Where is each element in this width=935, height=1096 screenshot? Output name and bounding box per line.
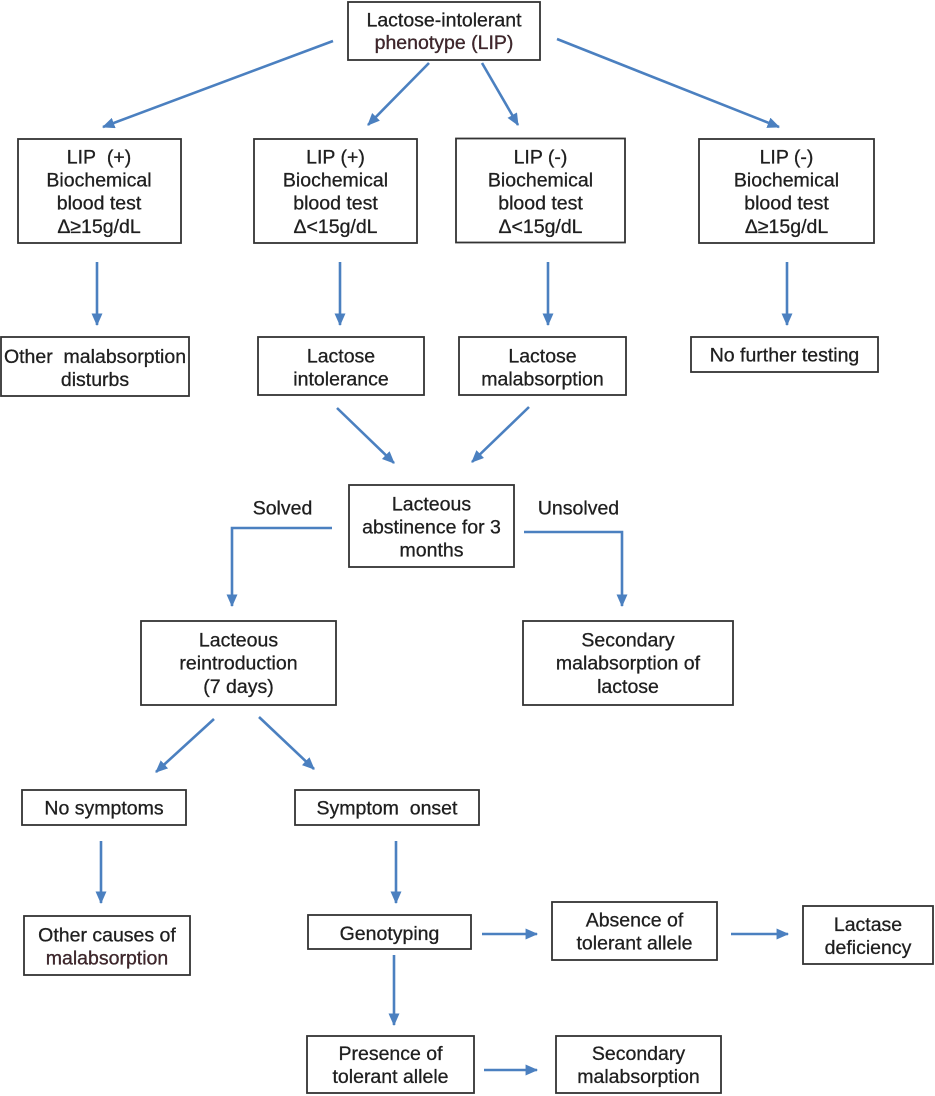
svg-text:Biochemical: Biochemical <box>46 170 151 192</box>
svg-text:malabsorption: malabsorption <box>46 948 168 970</box>
svg-text:reintroduction: reintroduction <box>179 653 297 675</box>
svg-text:Secondary: Secondary <box>581 630 674 652</box>
svg-text:blood test: blood test <box>293 193 378 215</box>
svg-text:blood test: blood test <box>744 193 829 215</box>
svg-text:lactose: lactose <box>597 676 659 698</box>
svg-text:Δ≥15g/dL: Δ≥15g/dL <box>745 216 829 238</box>
svg-text:Secondary: Secondary <box>592 1043 685 1065</box>
svg-text:Lactose: Lactose <box>307 346 375 368</box>
svg-text:malabsorption: malabsorption <box>481 369 603 391</box>
svg-text:months: months <box>400 540 464 562</box>
svg-text:abstinence for 3: abstinence for 3 <box>362 517 501 539</box>
svg-text:Symptom onset: Symptom onset <box>317 798 458 820</box>
svg-text:Δ<15g/dL: Δ<15g/dL <box>293 216 377 238</box>
svg-text:LIP (-): LIP (-) <box>514 147 568 169</box>
svg-text:Lacteous: Lacteous <box>392 494 471 516</box>
svg-text:Biochemical: Biochemical <box>734 170 839 192</box>
svg-text:malabsorption: malabsorption <box>577 1066 699 1088</box>
svg-text:Solved: Solved <box>253 498 313 520</box>
svg-text:tolerant allele: tolerant allele <box>333 1066 449 1088</box>
svg-text:LIP (-): LIP (-) <box>760 147 814 169</box>
svg-text:Genotyping: Genotyping <box>340 923 440 945</box>
svg-text:Absence of: Absence of <box>586 910 684 932</box>
svg-text:Lactose: Lactose <box>508 346 576 368</box>
svg-text:tolerant allele: tolerant allele <box>577 933 693 955</box>
svg-text:Other causes of: Other causes of <box>38 925 176 947</box>
svg-text:Unsolved: Unsolved <box>538 498 619 520</box>
svg-text:Other malabsorption: Other malabsorption <box>4 346 186 368</box>
svg-text:malabsorption of: malabsorption of <box>556 653 701 675</box>
svg-text:blood test: blood test <box>498 193 583 215</box>
svg-text:Lactase: Lactase <box>834 914 902 936</box>
svg-text:phenotype (LIP): phenotype (LIP) <box>375 32 514 54</box>
svg-text:Lacteous: Lacteous <box>199 630 278 652</box>
svg-text:Lactose-intolerant: Lactose-intolerant <box>366 10 522 32</box>
svg-text:Δ≥15g/dL: Δ≥15g/dL <box>57 216 141 238</box>
svg-text:deficiency: deficiency <box>825 937 912 959</box>
svg-text:No symptoms: No symptoms <box>44 798 163 820</box>
svg-text:LIP (+): LIP (+) <box>67 147 131 169</box>
svg-text:disturbs: disturbs <box>61 369 130 391</box>
svg-text:Biochemical: Biochemical <box>488 170 593 192</box>
svg-text:blood test: blood test <box>57 193 142 215</box>
svg-text:LIP (+): LIP (+) <box>306 147 365 169</box>
svg-text:(7 days): (7 days) <box>203 676 273 698</box>
svg-text:Biochemical: Biochemical <box>283 170 388 192</box>
svg-text:Presence of: Presence of <box>338 1043 443 1065</box>
svg-text:No further testing: No further testing <box>710 345 860 367</box>
svg-text:Δ<15g/dL: Δ<15g/dL <box>498 216 582 238</box>
svg-text:intolerance: intolerance <box>293 369 388 391</box>
